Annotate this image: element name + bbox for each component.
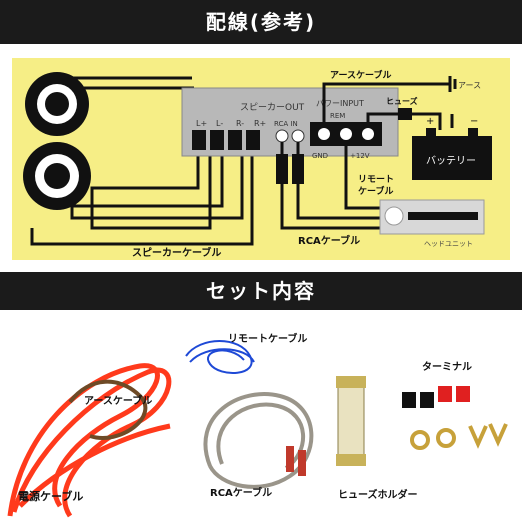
battery-icon — [412, 136, 492, 180]
speaker-top-icon — [25, 72, 89, 136]
kit-contents-svg: リモートケーブル アースケーブル ターミナル 電源ケーブル RCAケーブル ヒュ… — [7, 332, 508, 518]
head-unit-label: ヘッドユニット — [424, 240, 473, 248]
power-input-label: パワーINPUT — [316, 99, 364, 108]
remote-cable-image — [185, 340, 255, 375]
speaker-bottom-icon — [23, 142, 91, 210]
terminal-r-minus: R- — [236, 119, 244, 128]
fuse-label: ヒューズ — [386, 96, 418, 106]
wiring-diagram-svg: スピーカーOUT L+ L- R- R+ RCA IN パワーINPUT REM… — [23, 69, 492, 259]
rca-cable-image — [203, 392, 314, 489]
battery-label: バッテリー — [426, 155, 476, 167]
earth-label: アース — [458, 81, 481, 90]
speaker-cable-label: スピーカーケーブル — [132, 246, 221, 259]
earth-cable-caption: アースケーブル — [84, 394, 152, 407]
wiring-section-title: 配線(参考) — [0, 0, 522, 44]
gnd-label: GND — [312, 152, 328, 160]
kit-contents-photo: リモートケーブル アースケーブル ターミナル 電源ケーブル RCAケーブル ヒュ… — [0, 316, 522, 522]
contents-section-title: セット内容 — [0, 272, 522, 310]
remote-cable-label-line1: リモート — [358, 174, 394, 185]
power-cable-image — [7, 363, 172, 518]
rem-label: REM — [330, 112, 345, 120]
battery-minus: − — [470, 116, 478, 127]
wiring-diagram: スピーカーOUT L+ L- R- R+ RCA IN パワーINPUT REM… — [12, 58, 510, 260]
earth-cable-image — [68, 379, 148, 440]
terminal-r-plus: R+ — [254, 119, 266, 128]
speaker-cable-lines — [30, 76, 254, 246]
fuse-holder-image — [336, 376, 366, 466]
remote-cable-label-line2: ケーブル — [358, 185, 393, 197]
battery-plus: + — [426, 116, 434, 127]
plus12v-label: +12V — [350, 152, 370, 160]
power-cable-caption: 電源ケーブル — [18, 489, 83, 503]
fuse-icon — [398, 108, 412, 120]
terminal-caption: ターミナル — [422, 361, 472, 373]
remote-cable-caption: リモートケーブル — [228, 332, 307, 345]
earth-cable-label: アースケーブル — [330, 69, 391, 81]
terminal-l-minus: L- — [216, 119, 223, 128]
terminal-parts-image — [402, 386, 508, 450]
fuse-holder-caption: ヒューズホルダー — [338, 488, 418, 501]
terminal-l-plus: L+ — [196, 119, 207, 128]
rca-in-label: RCA IN — [274, 120, 298, 128]
rca-cable-caption: RCAケーブル — [210, 486, 272, 499]
speaker-out-label: スピーカーOUT — [240, 102, 305, 113]
rca-cable-label: RCAケーブル — [298, 234, 360, 247]
